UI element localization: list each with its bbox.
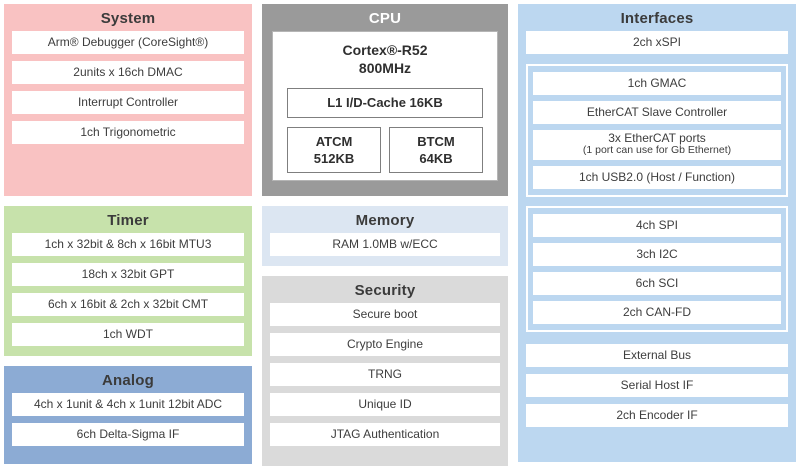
cpu-title: CPU (368, 10, 402, 27)
interfaces-row-gmac: 1ch GMAC (533, 72, 781, 95)
cpu-core-name: Cortex®-R52 (342, 42, 428, 58)
interfaces-row-xspi: 2ch xSPI (526, 31, 788, 54)
left-column: System Arm® Debugger (CoreSight®) 2units… (4, 4, 252, 466)
security-row-trng: TRNG (270, 363, 500, 386)
interfaces-row-i2c: 3ch I2C (533, 243, 781, 266)
ethercat-ports-line2: (1 port can use for Gb Ethernet) (582, 144, 732, 157)
timer-row-mtu3: 1ch x 32bit & 8ch x 16bit MTU3 (12, 233, 244, 256)
middle-column: CPU Cortex®-R52 800MHz L1 I/D-Cache 16KB… (262, 4, 508, 466)
cpu-block: CPU Cortex®-R52 800MHz L1 I/D-Cache 16KB… (262, 4, 508, 196)
system-row-interrupt-controller: Interrupt Controller (12, 91, 244, 114)
security-row-unique-id: Unique ID (270, 393, 500, 416)
interfaces-row-serial-host-if: Serial Host IF (526, 374, 788, 397)
system-block: System Arm® Debugger (CoreSight®) 2units… (4, 4, 252, 196)
analog-row-adc: 4ch x 1unit & 4ch x 1unit 12bit ADC (12, 393, 244, 416)
cpu-core-frequency: 800MHz (358, 60, 412, 77)
cpu-btcm-box: BTCM 64KB (389, 127, 483, 174)
atcm-name: ATCM (315, 133, 353, 149)
interfaces-row-ethercat-slave: EtherCAT Slave Controller (533, 101, 781, 124)
btcm-name: BTCM (417, 133, 455, 149)
security-row-jtag-authentication: JTAG Authentication (270, 423, 500, 446)
interfaces-title: Interfaces (620, 10, 694, 27)
cpu-atcm-box: ATCM 512KB (287, 127, 381, 174)
interfaces-row-encoder-if: 2ch Encoder IF (526, 404, 788, 427)
interfaces-row-external-bus: External Bus (526, 344, 788, 367)
interfaces-block: Interfaces 2ch xSPI 1ch GMAC EtherCAT Sl… (518, 4, 796, 462)
timer-row-gpt: 18ch x 32bit GPT (12, 263, 244, 286)
interfaces-row-usb: 1ch USB2.0 (Host / Function) (533, 166, 781, 189)
interfaces-row-sci: 6ch SCI (533, 272, 781, 295)
interfaces-row-ethercat-ports: 3x EtherCAT ports (1 port can use for Gb… (533, 130, 781, 160)
timer-block: Timer 1ch x 32bit & 8ch x 16bit MTU3 18c… (4, 206, 252, 356)
analog-block: Analog 4ch x 1unit & 4ch x 1unit 12bit A… (4, 366, 252, 464)
security-block: Security Secure boot Crypto Engine TRNG … (262, 276, 508, 466)
interfaces-serial-group: 4ch SPI 3ch I2C 6ch SCI 2ch CAN-FD (526, 206, 788, 332)
analog-title: Analog (101, 372, 155, 389)
right-column: Interfaces 2ch xSPI 1ch GMAC EtherCAT Sl… (518, 4, 796, 466)
security-row-crypto-engine: Crypto Engine (270, 333, 500, 356)
system-row-arm-debugger: Arm® Debugger (CoreSight®) (12, 31, 244, 54)
timer-row-wdt: 1ch WDT (12, 323, 244, 346)
ethercat-ports-line1: 3x EtherCAT ports (608, 131, 706, 145)
analog-row-delta-sigma: 6ch Delta-Sigma IF (12, 423, 244, 446)
cpu-l1-cache-box: L1 I/D-Cache 16KB (287, 88, 483, 119)
btcm-size: 64KB (419, 151, 453, 167)
memory-title: Memory (355, 212, 415, 229)
system-row-trigonometric: 1ch Trigonometric (12, 121, 244, 144)
security-row-secure-boot: Secure boot (270, 303, 500, 326)
interfaces-ethernet-group: 1ch GMAC EtherCAT Slave Controller 3x Et… (526, 64, 788, 197)
cpu-core-box: Cortex®-R52 800MHz L1 I/D-Cache 16KB ATC… (272, 31, 498, 181)
memory-block: Memory RAM 1.0MB w/ECC (262, 206, 508, 266)
interfaces-row-canfd: 2ch CAN-FD (533, 301, 781, 324)
cpu-tcm-row: ATCM 512KB BTCM 64KB (287, 127, 483, 174)
memory-row-ram: RAM 1.0MB w/ECC (270, 233, 500, 256)
system-row-dmac: 2units x 16ch DMAC (12, 61, 244, 84)
timer-title: Timer (107, 212, 149, 229)
system-title: System (100, 10, 156, 27)
security-title: Security (354, 282, 416, 299)
atcm-size: 512KB (313, 151, 355, 167)
timer-row-cmt: 6ch x 16bit & 2ch x 32bit CMT (12, 293, 244, 316)
interfaces-row-spi: 4ch SPI (533, 214, 781, 237)
